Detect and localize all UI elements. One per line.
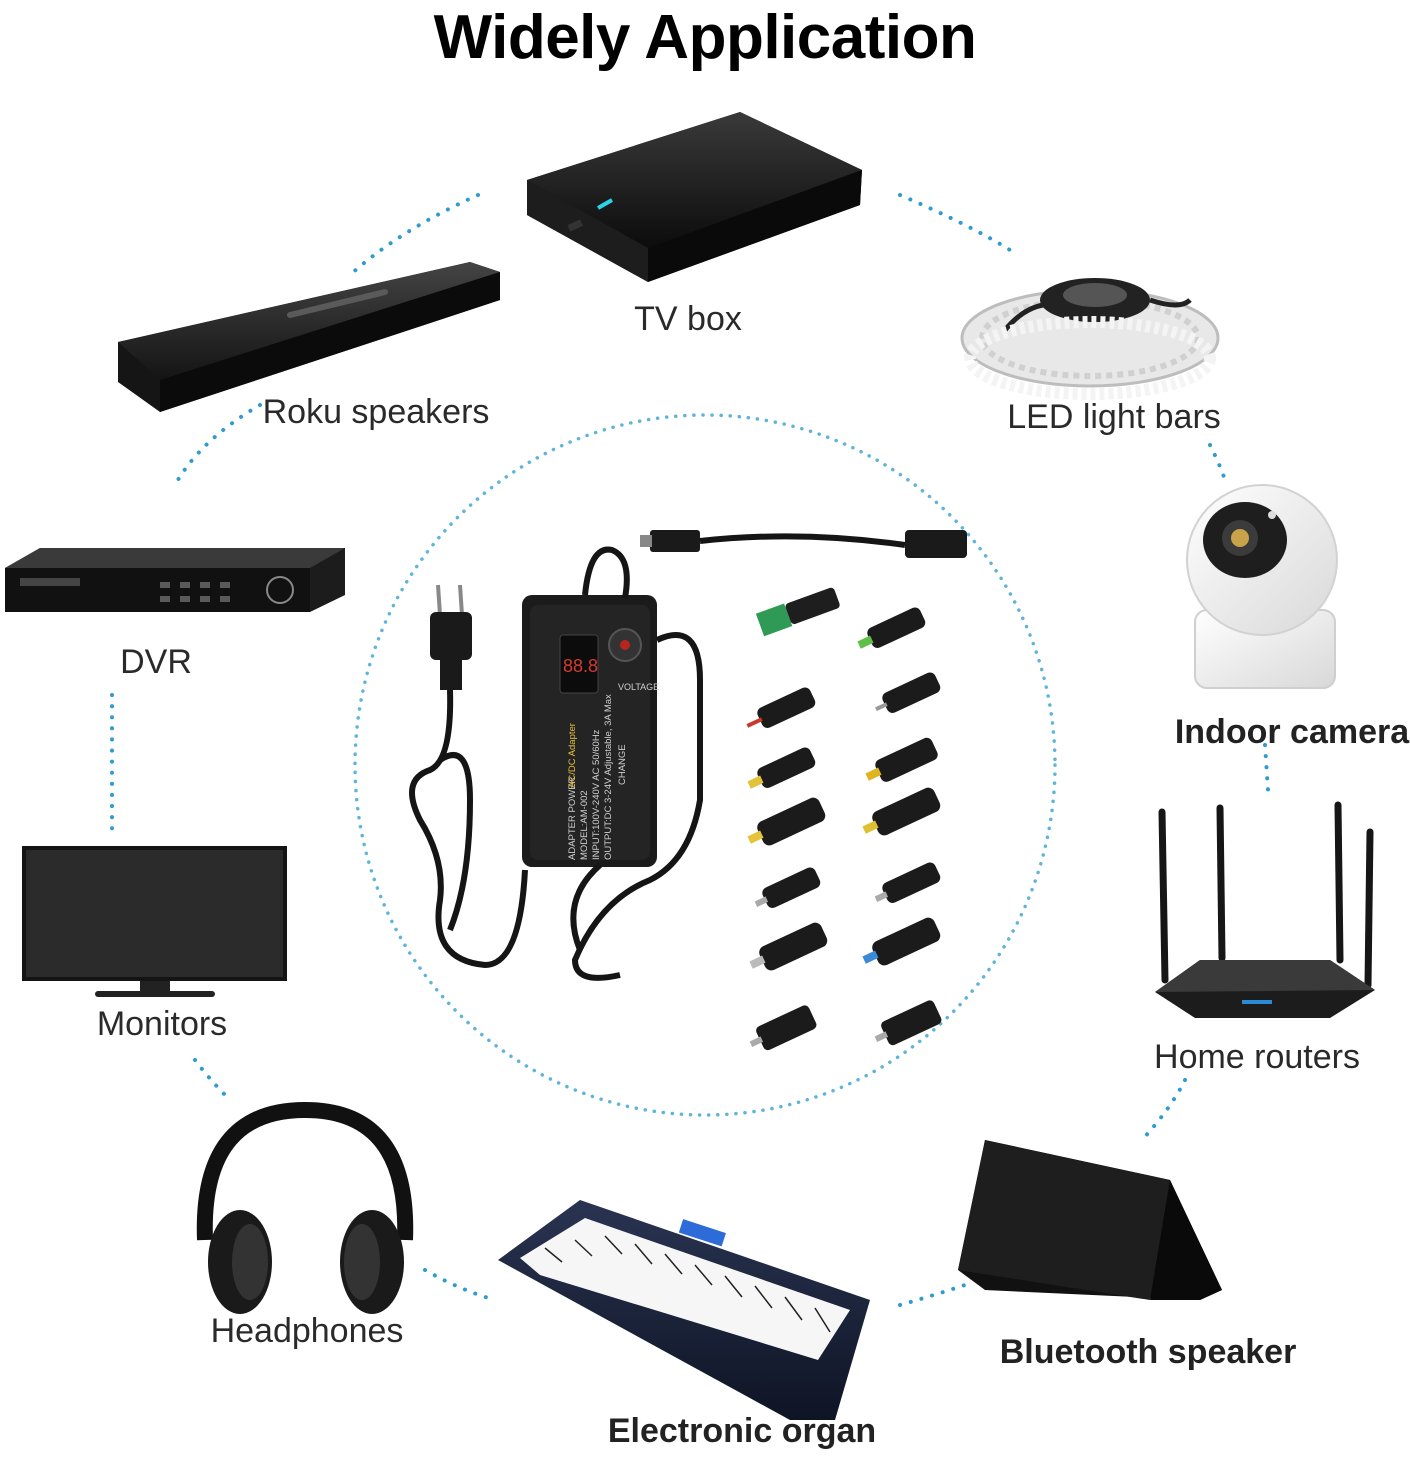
bluetooth-speaker-image: [958, 1140, 1222, 1300]
adapter-knob-text: VOLTAGE: [618, 682, 659, 692]
label-indoor-camera: Indoor camera: [1174, 713, 1410, 751]
label-home-routers: Home routers: [1154, 1038, 1360, 1076]
adapter-kit-image: 88.8 VOLTAGE ADAPTER POWER AC/DC Adapter…: [409, 530, 967, 1051]
label-electronic-organ: Electronic organ: [607, 1412, 877, 1450]
headphones-image: [196, 1101, 414, 1314]
label-tv-box: TV box: [634, 300, 742, 338]
home-router-image: [1155, 801, 1375, 1018]
label-bluetooth-speaker: Bluetooth speaker: [999, 1333, 1297, 1371]
electronic-organ-image: [498, 1200, 870, 1420]
adapter-line1-text: ADAPTER POWER: [567, 776, 578, 860]
adapter-input-text: INPUT:100V-240V AC 50/60Hz: [591, 729, 602, 860]
tv-box-image: [527, 112, 862, 282]
inner-dotted-circle: [353, 413, 1057, 1117]
connector-tips: [746, 587, 942, 1051]
led-light-bars-image: [960, 278, 1220, 400]
label-led-light-bars: LED light bars: [1007, 398, 1221, 436]
monitor-image: [22, 846, 287, 997]
label-dvr: DVR: [120, 643, 192, 681]
adapter-output-text: OUTPUT:DC 3-24V Adjustable, 3A Max: [603, 694, 614, 860]
label-roku-speakers: Roku speakers: [262, 393, 490, 431]
adapter-model-text: MODEL:AM-002: [579, 790, 590, 860]
label-monitors: Monitors: [96, 1005, 228, 1043]
adapter-display-text: 88.8: [563, 656, 598, 676]
label-headphones: Headphones: [210, 1312, 404, 1350]
dvr-image: [5, 548, 345, 612]
page-title: Widely Application: [433, 3, 977, 72]
outer-dotted-connectors: [110, 193, 1270, 1307]
adapter-change-text: CHANGE: [617, 744, 628, 785]
indoor-camera-image: [1186, 484, 1338, 689]
roku-speakers-image: [118, 262, 500, 412]
wall-plug: [430, 584, 472, 690]
adapter-printed-label: 88.8 VOLTAGE ADAPTER POWER AC/DC Adapter…: [563, 656, 659, 860]
adapter-badge-text: AC/DC Adapter: [567, 723, 578, 788]
